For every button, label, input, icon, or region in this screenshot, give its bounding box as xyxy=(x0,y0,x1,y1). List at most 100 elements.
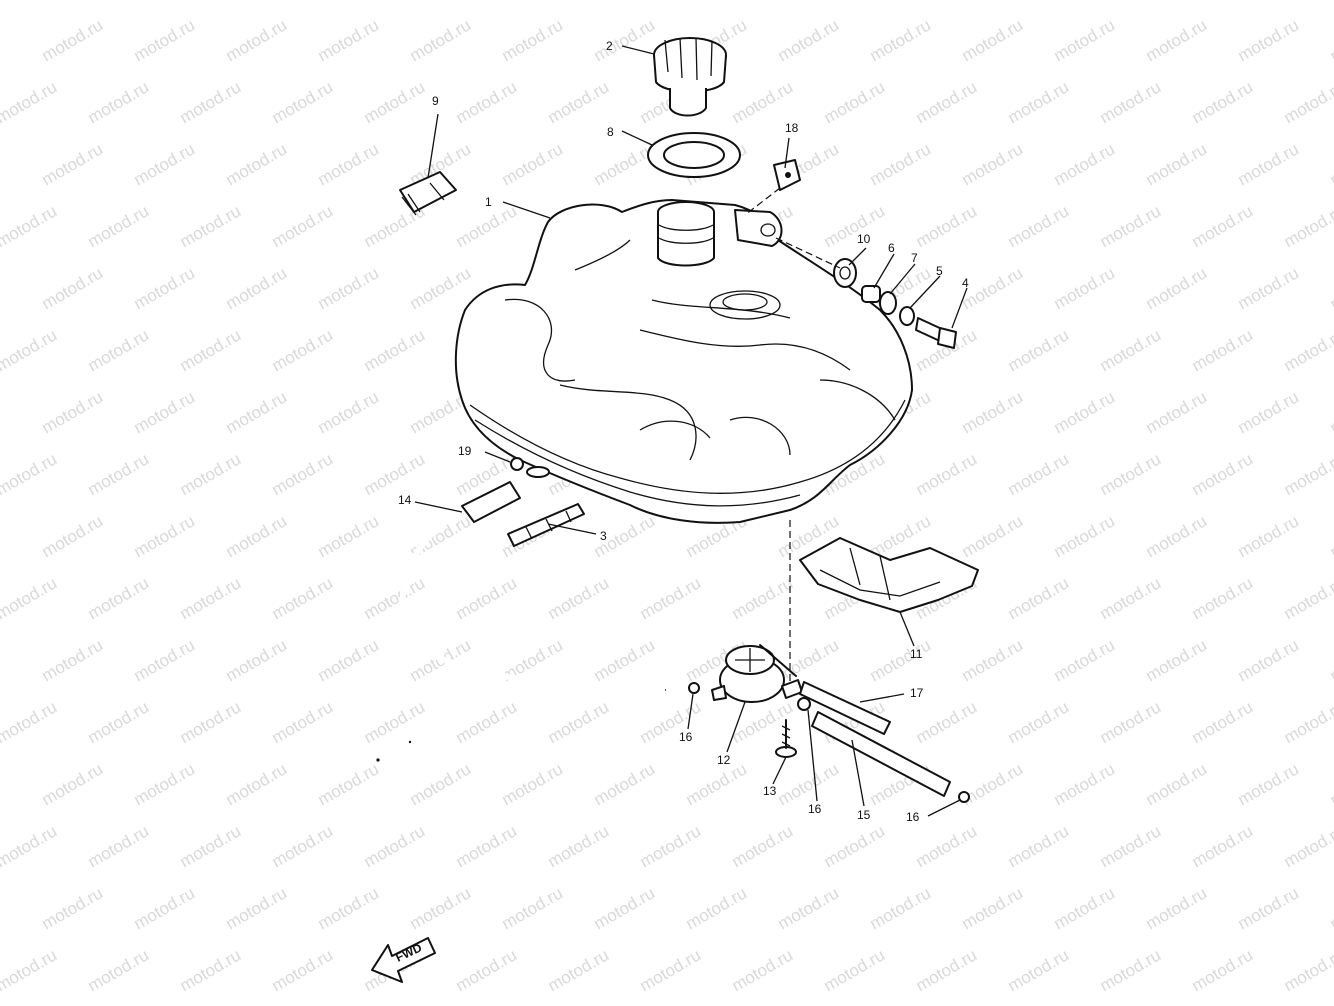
watermark-text: motod.ru xyxy=(1235,139,1303,189)
watermark-text: motod.ru xyxy=(1235,387,1303,437)
watermark-text: motod.ru xyxy=(1189,821,1257,871)
watermark-text: motod.ru xyxy=(1189,449,1257,499)
watermark-text: motod.ru xyxy=(1327,759,1334,809)
watermark-text: motod.ru xyxy=(1235,883,1303,933)
callout-18: 18 xyxy=(785,121,799,135)
watermark-text: motod.ru xyxy=(223,635,291,685)
watermark-text: motod.ru xyxy=(913,77,981,127)
watermark-text: motod.ru xyxy=(545,0,613,3)
watermark-text: motod.ru xyxy=(131,511,199,561)
watermark-text: motod.ru xyxy=(269,449,337,499)
callout-4: 4 xyxy=(962,276,969,290)
watermark-text: motod.ru xyxy=(131,759,199,809)
watermark-text: motod.ru xyxy=(85,449,153,499)
watermark-text: motod.ru xyxy=(1051,635,1119,685)
watermark-text: motod.ru xyxy=(85,325,153,375)
watermark-text: motod.ru xyxy=(315,263,383,313)
watermark-text: motod.ru xyxy=(1327,511,1334,561)
watermark-text: motod.ru xyxy=(269,821,337,871)
callout-19: 19 xyxy=(458,444,472,458)
watermark-text: motod.ru xyxy=(223,511,291,561)
watermark-text: motod.ru xyxy=(361,449,429,499)
watermark-text: motod.ru xyxy=(591,139,659,189)
watermark-text: motod.ru xyxy=(959,511,1027,561)
callout-16-c: 16 xyxy=(906,810,920,824)
watermark-text: motod.ru xyxy=(1235,759,1303,809)
watermark-text: motod.ru xyxy=(1281,449,1334,499)
watermark-text: motod.ru xyxy=(591,15,659,65)
callout-14: 14 xyxy=(398,493,412,507)
watermark-text: motod.ru xyxy=(1189,0,1257,3)
watermark-text: motod.ru xyxy=(269,325,337,375)
watermark-text: motod.ru xyxy=(683,883,751,933)
watermark-text: motod.ru xyxy=(315,635,383,685)
watermark-text: motod.ru xyxy=(0,77,60,127)
callout-16-a: 16 xyxy=(679,730,693,744)
watermark-text: motod.ru xyxy=(1005,449,1073,499)
watermark-text: motod.ru xyxy=(1281,573,1334,623)
watermark-text: motod.ru xyxy=(1051,883,1119,933)
watermark-text: motod.ru xyxy=(1051,511,1119,561)
watermark-text: motod.ru xyxy=(1051,139,1119,189)
watermark-text: motod.ru xyxy=(177,821,245,871)
watermark-text: motod.ru xyxy=(453,77,521,127)
watermark-text: motod.ru xyxy=(0,821,60,871)
watermark-text: motod.ru xyxy=(315,759,383,809)
watermark-text: motod.ru xyxy=(223,759,291,809)
watermark-text: motod.ru xyxy=(729,573,797,623)
watermark-text: motod.ru xyxy=(821,821,889,871)
watermark-text: motod.ru xyxy=(177,77,245,127)
watermark-text: motod.ru xyxy=(1005,573,1073,623)
callout-3: 3 xyxy=(600,529,607,543)
watermark-text: motod.ru xyxy=(1281,201,1334,251)
watermark-text: motod.ru xyxy=(1327,635,1334,685)
watermark-text: motod.ru xyxy=(223,139,291,189)
gasket xyxy=(648,133,740,177)
watermark-text: motod.ru xyxy=(1097,573,1165,623)
watermark-text: motod.ru xyxy=(407,263,475,313)
watermark-text: motod.ru xyxy=(407,15,475,65)
watermark-text: motod.ru xyxy=(131,635,199,685)
watermark-text: motod.ru xyxy=(85,77,153,127)
watermark-text: motod.ru xyxy=(959,387,1027,437)
watermark-text: motod.ru xyxy=(1051,759,1119,809)
watermark-text: motod.ru xyxy=(269,201,337,251)
watermark-text: motod.ru xyxy=(0,697,60,747)
watermark-text: motod.ru xyxy=(729,0,797,3)
watermark-text: motod.ru xyxy=(1235,15,1303,65)
watermark-text: motod.ru xyxy=(1281,821,1334,871)
callout-5: 5 xyxy=(936,264,943,278)
watermark-text: motod.ru xyxy=(1005,201,1073,251)
callout-8: 8 xyxy=(607,125,614,139)
watermark-text: motod.ru xyxy=(591,635,659,685)
callout-6: 6 xyxy=(888,241,895,255)
watermark-text: motod.ru xyxy=(177,573,245,623)
watermark-text: motod.ru xyxy=(545,697,613,747)
watermark-text: motod.ru xyxy=(1005,0,1073,3)
watermark-text: motod.ru xyxy=(1327,387,1334,437)
callout-1: 1 xyxy=(485,195,492,209)
watermark-text: motod.ru xyxy=(0,573,60,623)
watermark-text: motod.ru xyxy=(39,263,107,313)
watermark-text: motod.ru xyxy=(177,325,245,375)
watermark-text: motod.ru xyxy=(0,945,60,995)
watermark-text: motod.ru xyxy=(1281,77,1334,127)
watermark-text: motod.ru xyxy=(223,263,291,313)
callout-17: 17 xyxy=(910,686,924,700)
watermark-text: motod.ru xyxy=(1097,821,1165,871)
watermark-text: motod.ru xyxy=(1005,77,1073,127)
watermark-text: motod.ru xyxy=(913,821,981,871)
watermark-text: motod.ru xyxy=(85,573,153,623)
watermark-text: motod.ru xyxy=(177,697,245,747)
clip xyxy=(774,160,800,190)
watermark-text: motod.ru xyxy=(913,697,981,747)
watermark-text: motod.ru xyxy=(1051,15,1119,65)
watermark-text: motod.ru xyxy=(913,449,981,499)
watermark-text: motod.ru xyxy=(1097,945,1165,995)
watermark-text: motod.ru xyxy=(223,883,291,933)
watermark-text: motod.ru xyxy=(315,387,383,437)
watermark-text: motod.ru xyxy=(959,15,1027,65)
watermark-text: motod.ru xyxy=(637,573,705,623)
watermark-text: motod.ru xyxy=(361,77,429,127)
